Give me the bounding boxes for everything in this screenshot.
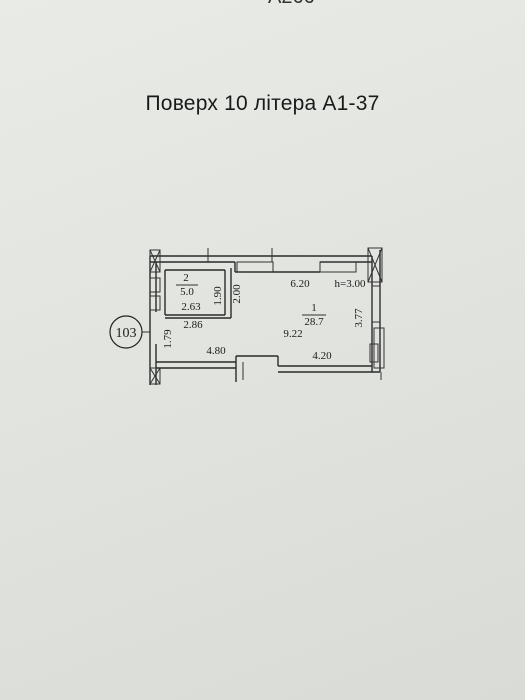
bottom-left-dimension: 4.80	[206, 345, 226, 357]
room2-area: 5.0	[180, 286, 194, 298]
room1-length: 9.22	[283, 328, 302, 340]
room1-right-dimension: 3.77	[353, 308, 365, 328]
room1-left-dimension: 2.00	[231, 284, 243, 304]
room1-top-dimension: 6.20	[290, 278, 310, 290]
room1-height: h=3.00	[335, 278, 366, 290]
apartment-number: 103	[116, 326, 137, 341]
left-wall-dimension: 1.79	[162, 329, 174, 349]
apartment-number-marker: 103	[109, 315, 150, 349]
header-fragment: A266	[268, 0, 315, 9]
bottom-right-dimension: 4.20	[312, 350, 332, 362]
room2-width-top: 2.63	[181, 301, 201, 313]
room1-area: 28.7	[304, 316, 324, 328]
plan-walls	[149, 247, 385, 385]
room2-depth: 1.90	[212, 286, 224, 306]
page-title: Поверх 10 літера А1-37	[145, 92, 380, 115]
room2-width-bottom: 2.86	[183, 319, 203, 331]
room1-number: 1	[311, 302, 317, 314]
room2-number: 2	[183, 272, 189, 284]
